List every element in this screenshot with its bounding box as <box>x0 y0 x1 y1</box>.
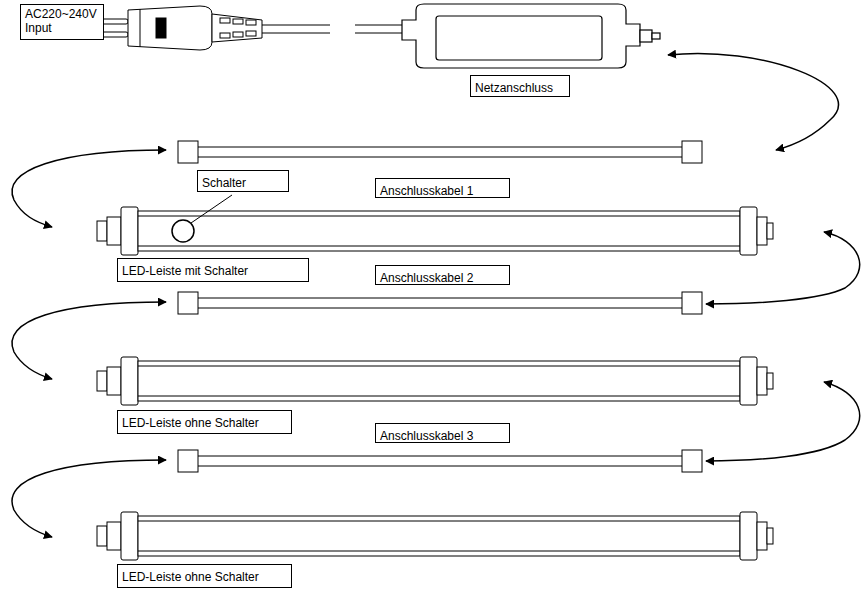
power-adapter <box>402 4 660 68</box>
plug <box>102 6 402 50</box>
label-box: LED-Leiste ohne Schalter <box>117 410 292 434</box>
label-box: Anschlusskabel 3 <box>375 423 510 443</box>
label-text: LED-Leiste ohne Schalter <box>122 416 259 430</box>
led-strip <box>97 512 773 560</box>
led-strip <box>97 207 773 255</box>
label-text: Anschlusskabel 3 <box>380 429 473 443</box>
label-box: LED-Leiste ohne Schalter <box>117 564 292 588</box>
leader-line <box>191 195 232 223</box>
label-text: Schalter <box>202 176 246 190</box>
label-box: LED-Leiste mit Schalter <box>117 258 309 282</box>
label-box: Anschlusskabel 2 <box>375 265 510 285</box>
label-box: AC220~240V Input <box>20 4 104 40</box>
label-box: Schalter <box>197 170 289 192</box>
connection-cable <box>178 141 702 163</box>
label-box: Anschlusskabel 1 <box>375 178 510 198</box>
label-text: Anschlusskabel 2 <box>380 271 473 285</box>
connection-cable <box>178 292 702 314</box>
label-text: LED-Leiste ohne Schalter <box>122 570 259 584</box>
led-strip <box>97 357 773 405</box>
label-text: Anschlusskabel 1 <box>380 184 473 198</box>
label-text: LED-Leiste mit Schalter <box>122 264 248 278</box>
label-box: Netzanschluss <box>470 75 570 97</box>
switch-button <box>172 220 194 242</box>
assembly-arrows <box>12 53 860 537</box>
connection-cable <box>178 450 702 472</box>
label-text: AC220~240V Input <box>25 7 97 35</box>
label-text: Netzanschluss <box>475 81 553 95</box>
